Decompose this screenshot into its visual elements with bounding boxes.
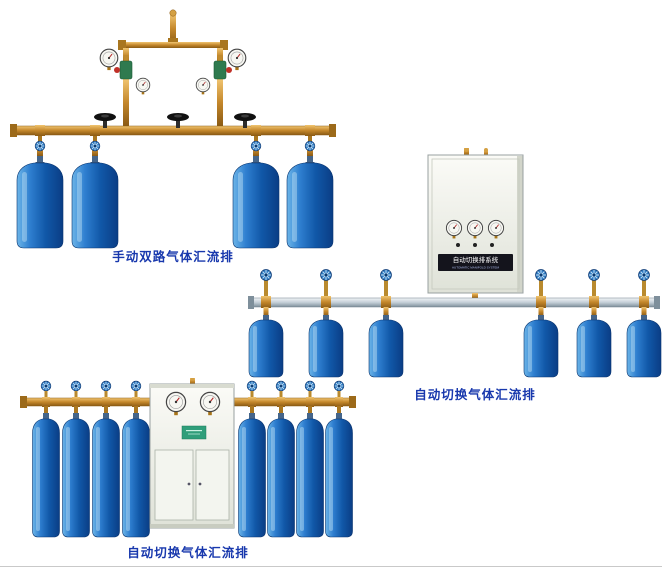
gas-cylinder [238,412,266,538]
manifold-top-assembly [99,9,247,126]
cabinet-knob [490,243,494,247]
cylinder-valve-knob [320,269,332,281]
auto-switch-manifold-wall-illustration: 自动切换排系统 AUTOMATIC MANIFOLD SYSTEM [248,148,662,378]
gas-cylinder [576,314,612,378]
gas-cylinder [16,155,64,249]
cylinder-valve-knob [70,380,82,392]
manual-dual-gas-manifold-illustration [10,9,336,249]
floor-control-cabinet [149,378,235,529]
gas-cylinder [92,412,120,538]
cylinder-valve-knob [40,380,52,392]
cabinet-label: 自动切换排系统 [453,255,499,264]
cylinder-valve-knob [34,140,46,152]
cylinder-valve-knob [100,380,112,392]
pressure-gauge [195,77,211,95]
bottom-border-line [0,566,662,567]
cylinder-valve-knob [130,380,142,392]
cabinet-knob [473,243,477,247]
pressure-gauge [135,77,151,95]
manifold-header-pipe [10,124,336,137]
cylinder-connections [40,380,345,414]
cylinder-valve-knob [304,380,316,392]
gas-cylinder [122,412,150,538]
control-cabinet: 自动切换排系统 AUTOMATIC MANIFOLD SYSTEM [427,148,524,299]
caption-auto-manifold-floor: 自动切换气体汇流排 [127,546,249,560]
gas-cylinder [62,412,90,538]
gas-cylinder [308,314,344,378]
cabinet-knob [456,243,460,247]
inlet-valve-knob [169,9,177,17]
cylinder-valve-knob [246,380,258,392]
cabinet-name-plate [438,254,513,271]
cylinder-connections [34,125,316,156]
gas-cylinder [523,314,559,378]
cabinet-door-right [195,449,230,521]
cylinder-valve-knob [380,269,392,281]
cylinder-valve-knob [260,269,272,281]
gas-cylinder [71,155,119,249]
caption-auto-manifold-wall: 自动切换气体汇流排 [414,388,536,402]
gas-cylinder [296,412,324,538]
door-handle [198,482,202,486]
gas-cylinder [368,314,404,378]
cabinet-door-left [154,449,194,521]
gas-cylinder [32,412,60,538]
gas-cylinder [626,314,662,378]
caption-manual-manifold: 手动双路气体汇流排 [112,250,234,264]
auto-switch-manifold-floor-illustration [20,378,356,538]
cylinder-valve-knob [89,140,101,152]
cylinder-valve-knob [638,269,650,281]
cylinder-connections [260,269,650,316]
gas-cylinder [325,412,353,538]
cylinder-valve-knob [275,380,287,392]
cabinet-sublabel: AUTOMATIC MANIFOLD SYSTEM [452,266,499,270]
pressure-gauge [227,48,247,71]
cabinet-green-label [181,425,207,440]
cylinder-valve-knob [588,269,600,281]
manifold-header-pipe [248,296,660,309]
gas-cylinder [248,314,284,378]
cylinder-valve-knob [333,380,345,392]
pressure-gauge [99,48,119,71]
door-handle [187,482,191,486]
gas-cylinder [267,412,295,538]
cylinder-valve-knob [535,269,547,281]
